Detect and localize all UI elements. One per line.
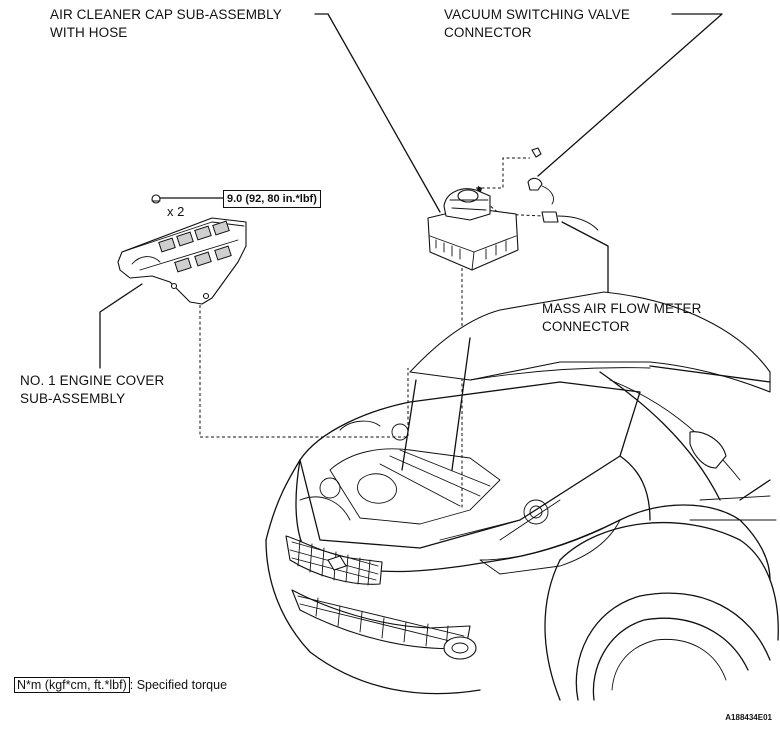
label-air-cleaner-line1: AIR CLEANER CAP SUB-ASSEMBLY (50, 7, 282, 22)
label-cover-line2: SUB-ASSEMBLY (20, 391, 126, 406)
engine-cover (117, 217, 247, 305)
label-engine-cover: NO. 1 ENGINE COVER SUB-ASSEMBLY (20, 372, 164, 408)
leader-air-cleaner (314, 13, 441, 213)
label-air-cleaner-line2: WITH HOSE (50, 25, 128, 40)
leader-engine-cover (99, 283, 143, 369)
vehicle (265, 291, 779, 701)
bolt (151, 194, 161, 204)
torque-legend: N*m (kgf*cm, ft.*lbf): Specified torque (14, 677, 228, 693)
leader-maf (561, 221, 609, 299)
label-vsv-line2: CONNECTOR (444, 25, 532, 40)
label-cover-line1: NO. 1 ENGINE COVER (20, 373, 165, 388)
air-cleaner-cap (427, 147, 599, 271)
leader-vsv (537, 13, 723, 177)
label-maf-connector: MASS AIR FLOW METER CONNECTOR (542, 300, 701, 336)
bolt-count: x 2 (167, 204, 185, 219)
label-vsv-connector: VACUUM SWITCHING VALVE CONNECTOR (444, 6, 630, 42)
label-air-cleaner-cap: AIR CLEANER CAP SUB-ASSEMBLY WITH HOSE (50, 6, 282, 42)
label-maf-line1: MASS AIR FLOW METER (542, 301, 702, 316)
figure-id: A188434E01 (725, 713, 772, 722)
torque-spec-box: 9.0 (92, 80 in.*lbf) (223, 190, 321, 208)
legend-suffix: : Specified torque (129, 678, 228, 692)
label-maf-line2: CONNECTOR (542, 319, 630, 334)
leader-lines (99, 13, 723, 369)
legend-unit-box: N*m (kgf*cm, ft.*lbf) (14, 677, 130, 693)
label-vsv-line1: VACUUM SWITCHING VALVE (444, 7, 630, 22)
